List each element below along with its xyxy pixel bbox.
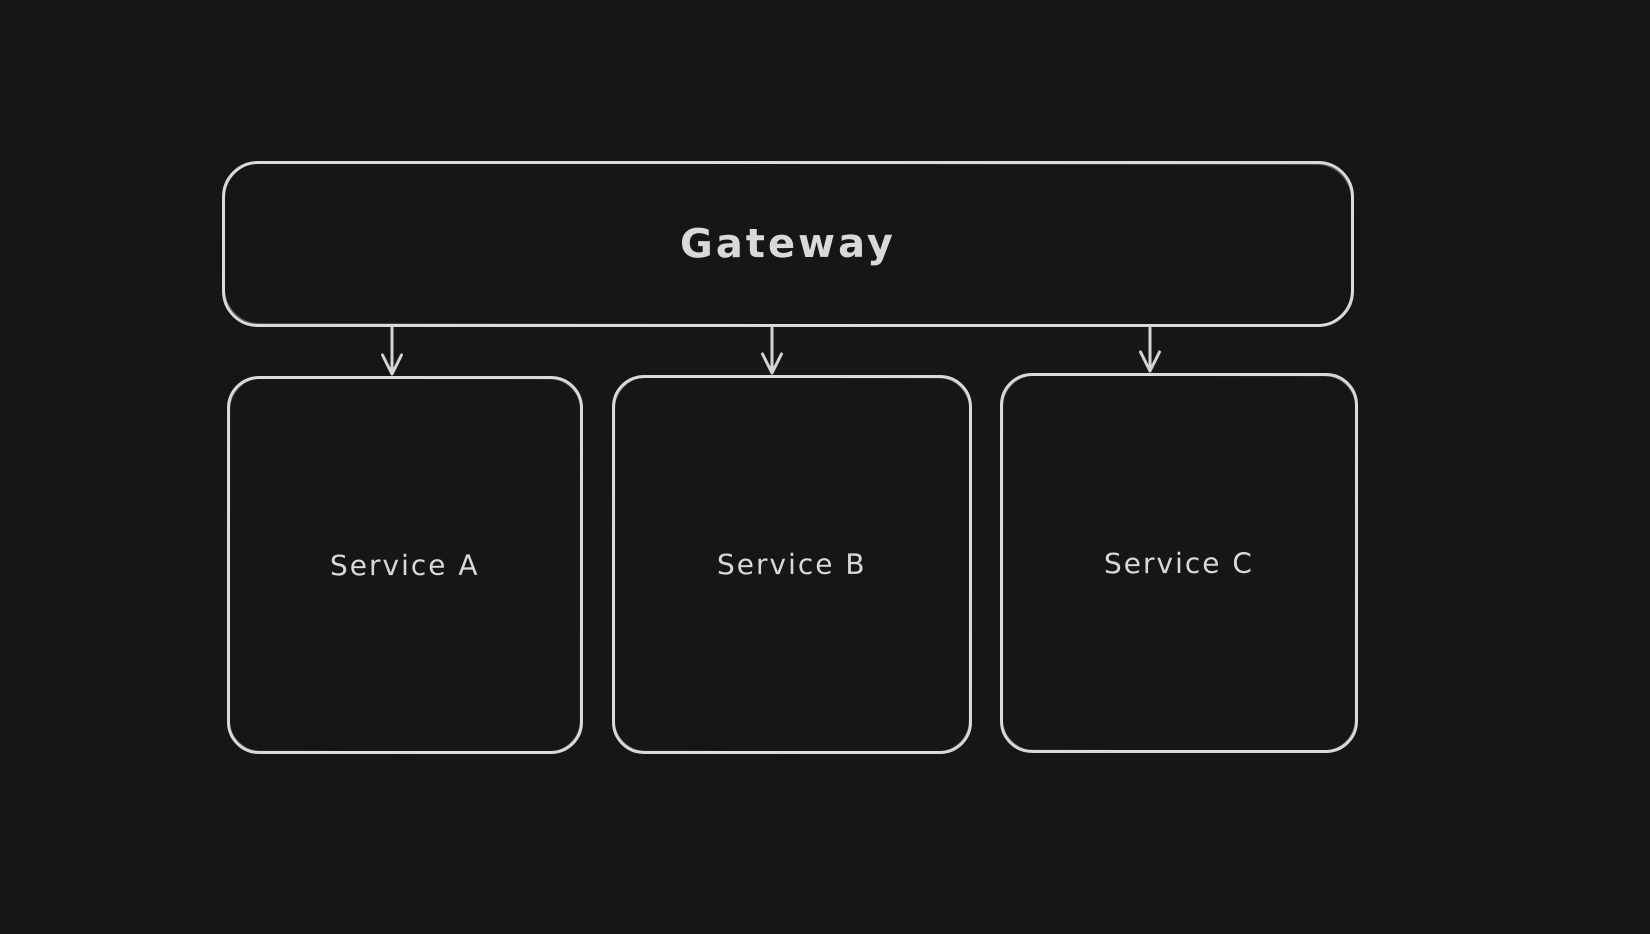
service-a-label: Service A <box>330 548 480 582</box>
gateway-label: Gateway <box>679 220 897 268</box>
service-c-node: Service C <box>1000 373 1358 753</box>
arrow-gateway-to-service-c-icon <box>1139 326 1161 373</box>
service-b-label: Service B <box>717 547 867 582</box>
arrow-gateway-to-service-a-icon <box>381 326 403 376</box>
gateway-node: Gateway <box>222 161 1354 327</box>
arrow-gateway-to-service-b-icon <box>761 326 783 375</box>
service-b-node: Service B <box>612 375 972 754</box>
service-a-node: Service A <box>227 376 583 754</box>
service-c-label: Service C <box>1103 546 1255 580</box>
